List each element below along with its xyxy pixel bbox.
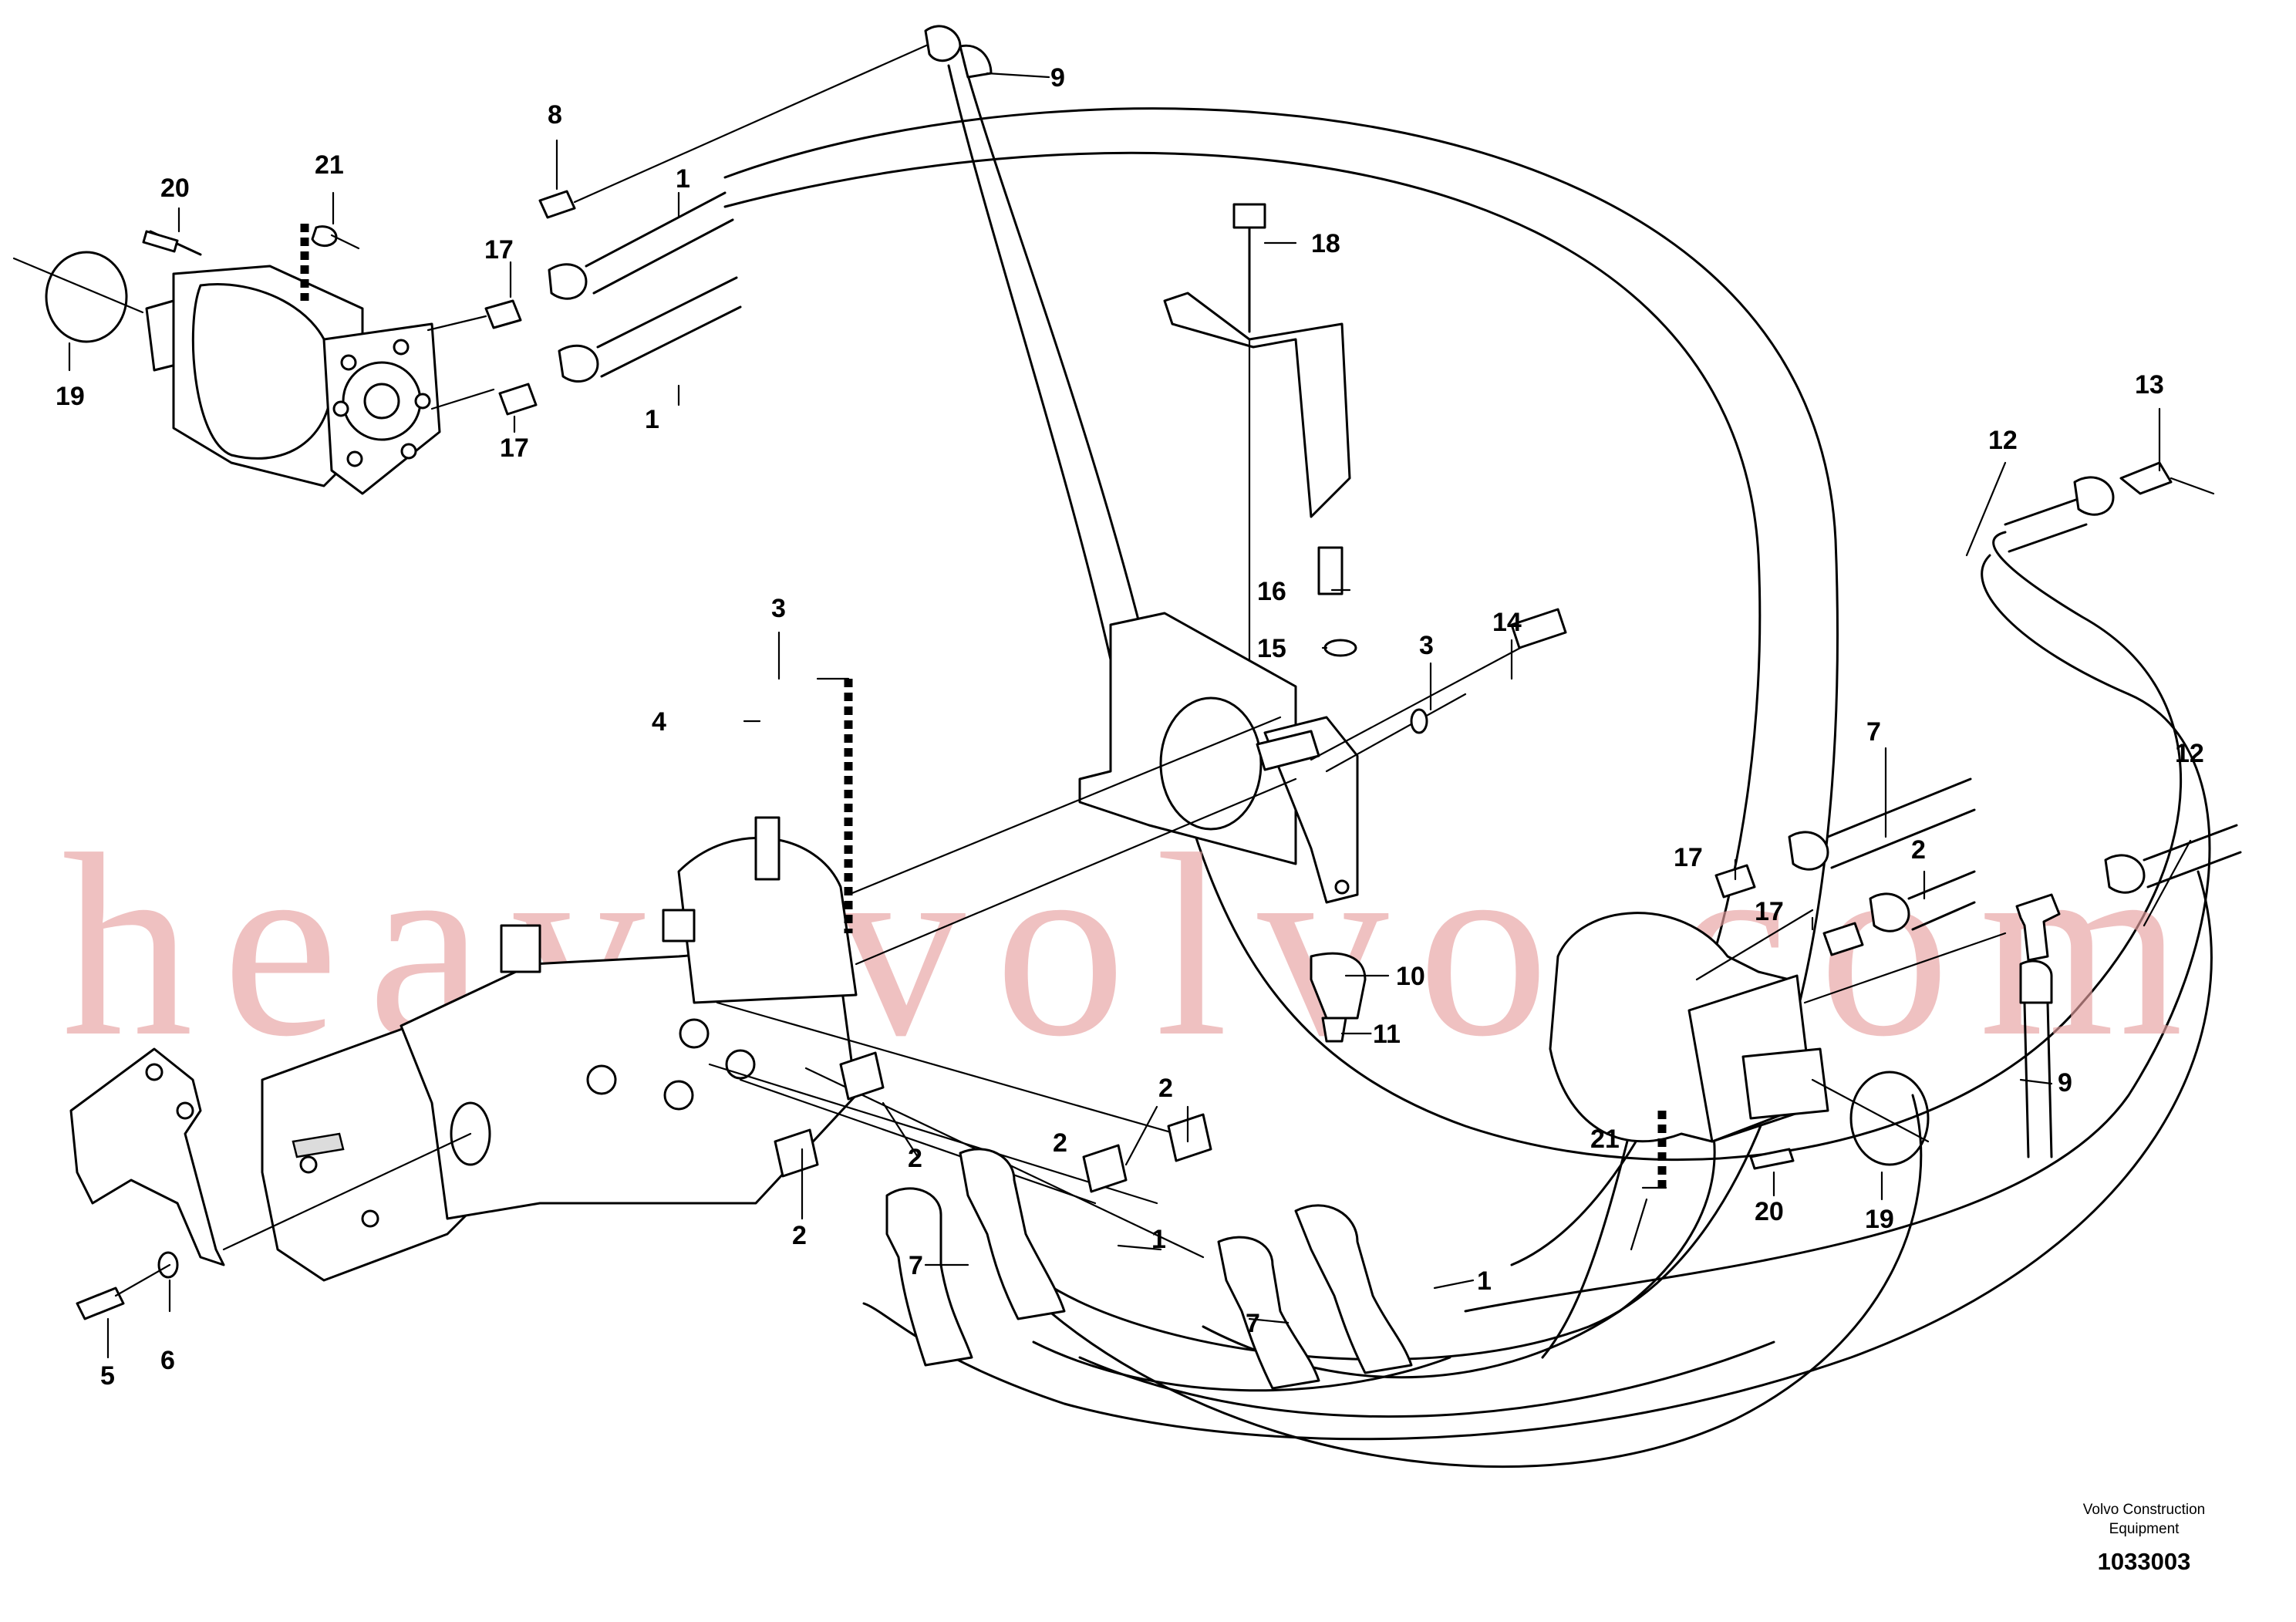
callout-19-right: 19 bbox=[1865, 1205, 1894, 1234]
o-ring-19-upper bbox=[45, 251, 128, 343]
upper-left-hose-fittings bbox=[484, 25, 993, 416]
callout-3-left: 3 bbox=[771, 594, 786, 623]
brand-line-2: Equipment bbox=[2109, 1521, 2180, 1537]
callout-21-upper: 21 bbox=[315, 150, 344, 180]
callout-2-left-b: 2 bbox=[792, 1221, 807, 1250]
callout-7-right-top: 7 bbox=[1866, 717, 1881, 747]
callout-numbers: 9 8 1 20 21 17 19 1 17 18 13 12 16 15 3 … bbox=[56, 63, 2204, 1391]
callout-8: 8 bbox=[548, 100, 562, 130]
lower-fittings-and-hoses bbox=[774, 1051, 1413, 1390]
left-cover-plate bbox=[69, 1047, 225, 1320]
callout-7-left: 7 bbox=[909, 1251, 923, 1280]
callout-2-left-a: 2 bbox=[908, 1144, 922, 1173]
callout-17-right-a: 17 bbox=[1674, 843, 1703, 872]
callout-10: 10 bbox=[1396, 962, 1425, 991]
callout-5: 5 bbox=[100, 1361, 115, 1391]
callout-17-upper-b: 17 bbox=[500, 433, 529, 463]
callout-18: 18 bbox=[1311, 229, 1340, 258]
o-ring-19-right bbox=[1849, 1071, 1930, 1166]
callout-1-right: 1 bbox=[1477, 1266, 1492, 1296]
callout-11: 11 bbox=[1373, 1020, 1401, 1049]
callout-12-upper: 12 bbox=[1988, 426, 2018, 455]
callout-1-center: 1 bbox=[1151, 1225, 1166, 1254]
callout-1-upper-b: 1 bbox=[645, 405, 659, 434]
callout-2-center-a: 2 bbox=[1158, 1074, 1173, 1103]
hose-routing-lines bbox=[723, 60, 2213, 1469]
callout-15: 15 bbox=[1257, 634, 1286, 663]
callout-21-right: 21 bbox=[1590, 1125, 1620, 1154]
callout-14: 14 bbox=[1492, 608, 1522, 637]
callout-17-right-b: 17 bbox=[1755, 897, 1784, 926]
callout-17-upper-a: 17 bbox=[484, 235, 514, 265]
callout-9-top: 9 bbox=[1050, 63, 1065, 93]
callout-6: 6 bbox=[160, 1346, 175, 1375]
valve-connection-lines bbox=[222, 716, 1297, 1259]
callout-4: 4 bbox=[652, 707, 666, 737]
callout-2-right: 2 bbox=[1911, 835, 1926, 865]
brand-block: Volvo Construction Equipment 1033003 bbox=[2083, 1502, 2205, 1575]
callout-1-top: 1 bbox=[676, 164, 690, 194]
callout-16: 16 bbox=[1257, 577, 1286, 606]
upper-right-hose-fittings bbox=[2004, 461, 2215, 553]
callout-12-right: 12 bbox=[2175, 739, 2204, 768]
callout-9-right: 9 bbox=[2058, 1068, 2072, 1098]
callout-7-center: 7 bbox=[1246, 1309, 1260, 1338]
upper-left-hydraulic-motor bbox=[12, 224, 495, 495]
brand-line-1: Volvo Construction bbox=[2083, 1502, 2205, 1518]
callout-leaders bbox=[68, 72, 2192, 1359]
callout-3-right: 3 bbox=[1419, 631, 1434, 660]
callout-20-right: 20 bbox=[1755, 1197, 1784, 1226]
callout-20-upper: 20 bbox=[160, 174, 190, 203]
callout-13: 13 bbox=[2135, 370, 2164, 400]
drawing-number: 1033003 bbox=[2098, 1548, 2191, 1575]
callout-2-center-b: 2 bbox=[1053, 1128, 1067, 1158]
callout-19-upper: 19 bbox=[56, 382, 85, 411]
